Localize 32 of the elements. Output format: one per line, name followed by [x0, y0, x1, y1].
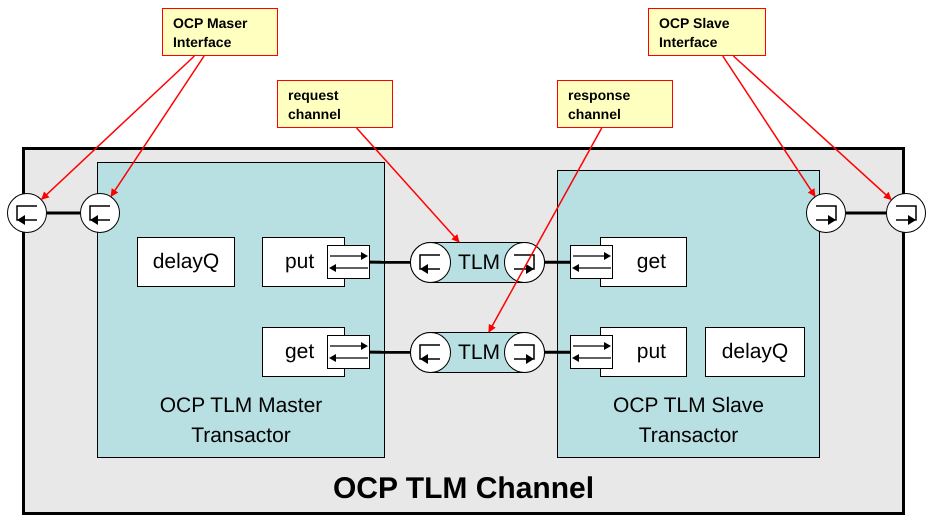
- port-circle: [7, 193, 47, 233]
- connector-line: [545, 350, 570, 354]
- connector-line: [370, 350, 410, 354]
- connector-line: [545, 260, 570, 264]
- transactor-label: OCP TLM Master Transactor: [158, 393, 324, 449]
- port-circle: [886, 193, 926, 233]
- transactor-label: OCP TLM Slave Transactor: [612, 393, 765, 449]
- callout-note: request channel: [277, 80, 393, 128]
- channel-label: TLM: [457, 340, 501, 366]
- port-circle: [806, 193, 846, 233]
- connector-line: [846, 212, 886, 214]
- leader-line: [488, 128, 602, 333]
- callout-note: OCP Slave Interface: [648, 8, 766, 56]
- channel-pill: [410, 242, 545, 283]
- transactor-block: [557, 170, 820, 458]
- channel-pill: [410, 332, 545, 373]
- connector-line: [370, 260, 410, 264]
- leader-line: [41, 55, 195, 200]
- channel-frame: [22, 147, 905, 515]
- callout-note: OCP Maser Interface: [162, 8, 278, 56]
- leader-line: [356, 128, 460, 243]
- transactor-block: [97, 162, 385, 458]
- frame-title: OCP TLM Channel: [332, 472, 596, 506]
- queue-box: delayQ: [137, 237, 235, 287]
- callout-note: response channel: [557, 80, 673, 128]
- leader-line: [110, 56, 205, 197]
- leader-line: [722, 56, 816, 197]
- leader-line: [732, 55, 892, 200]
- port-circle: [80, 193, 120, 233]
- connector-line: [47, 212, 80, 214]
- queue-box: delayQ: [705, 327, 805, 377]
- channel-label: TLM: [457, 250, 501, 276]
